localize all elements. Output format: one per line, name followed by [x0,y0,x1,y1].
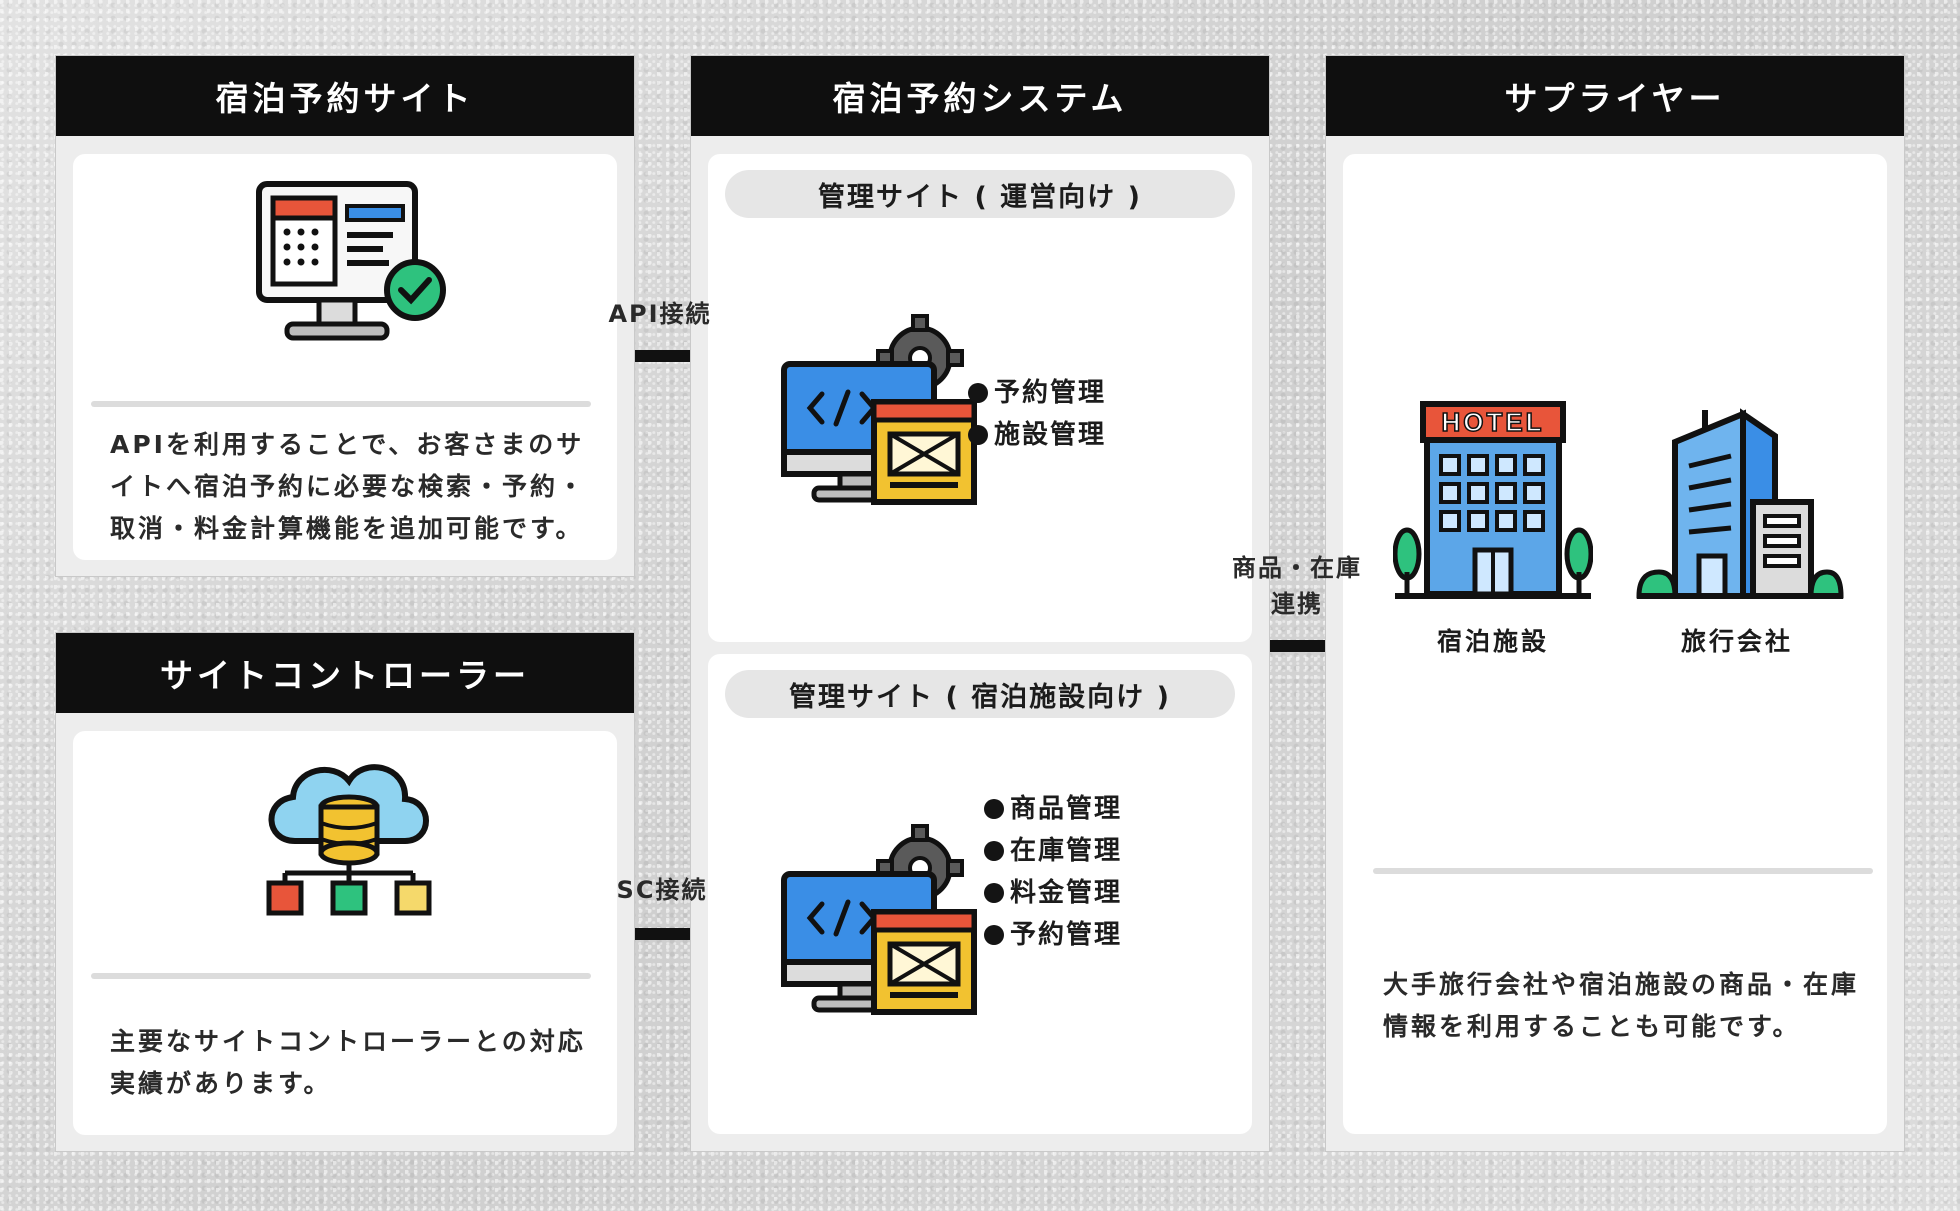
admin-operator-list: 予約管理 施設管理 [968,372,1106,456]
hotel-building-icon: HOTEL [1393,401,1593,599]
hotel-sign: HOTEL [1441,407,1544,437]
api-connection-label: API接続 [608,300,712,328]
booking-site-description: APIを利用することで、お客さまのサ イトへ宿泊予約に必要な検索・予約・ 取消・… [110,430,587,543]
computer-gear-icon [781,824,977,1015]
sc-connection-label: SC接続 [616,876,708,904]
admin-operator-card: 管理サイト ( 運営向け ) 予約管理 施設管理 [708,154,1252,642]
reservation-system-panel: 宿泊予約システム 管理サイト ( 運営向け ) 予約管理 [690,55,1270,1152]
list-item: 在庫管理 [984,830,1122,872]
supplier-connection-label-line2: 連携 [1271,590,1323,618]
list-item: 予約管理 [968,372,1106,414]
supplier-body: HOTEL 宿泊施設 [1343,154,1887,1134]
admin-facility-list: 商品管理 在庫管理 料金管理 予約管理 [984,788,1122,956]
sc-connection-line [635,928,690,940]
list-item: 施設管理 [968,414,1106,456]
booking-site-panel: 宿泊予約サイト APIを利用することで、お客さまのサ イトへ宿泊予約に必要な検索… [55,55,635,577]
list-item: 料金管理 [984,872,1122,914]
api-connection-line [635,350,690,362]
admin-operator-title: 管理サイト ( 運営向け ) [725,170,1235,218]
office-building-icon [1636,408,1844,599]
site-controller-title: サイトコントローラー [56,633,634,713]
booking-site-divider [91,401,591,407]
supplier-description: 大手旅行会社や宿泊施設の商品・在庫 情報を利用することも可能です。 [1383,970,1860,1041]
supplier-panel: サプライヤー HOTEL 宿泊施設 [1325,55,1905,1152]
list-item: 予約管理 [984,914,1122,956]
site-controller-body: 主要なサイトコントローラーとの対応 実績があります。 [73,731,617,1135]
supplier-connection-label: 商品・在庫 連携 [1218,550,1376,622]
reservation-system-title: 宿泊予約システム [691,56,1269,136]
supplier-divider [1373,868,1873,874]
supplier-connection-line [1270,640,1325,652]
hotel-label: 宿泊施設 [1436,627,1549,656]
site-controller-divider [91,973,591,979]
supplier-title: サプライヤー [1326,56,1904,136]
computer-gear-icon [781,314,977,505]
booking-site-title: 宿泊予約サイト [56,56,634,136]
admin-facility-title: 管理サイト ( 宿泊施設向け ) [725,670,1235,718]
admin-facility-card: 管理サイト ( 宿泊施設向け ) 商品管理 在庫管理 [708,654,1252,1134]
list-item: 商品管理 [984,788,1122,830]
monitor-calendar-check-icon [256,181,446,341]
booking-site-body: APIを利用することで、お客さまのサ イトへ宿泊予約に必要な検索・予約・ 取消・… [73,154,617,560]
site-controller-description: 主要なサイトコントローラーとの対応 実績があります。 [110,1027,586,1098]
supplier-connection-label-line1: 商品・在庫 [1232,554,1362,582]
cloud-database-icon [266,764,432,916]
agency-label: 旅行会社 [1680,627,1793,656]
site-controller-panel: サイトコントローラー 主要なサイトコントローラーとの対応 実績があります。 [55,632,635,1152]
